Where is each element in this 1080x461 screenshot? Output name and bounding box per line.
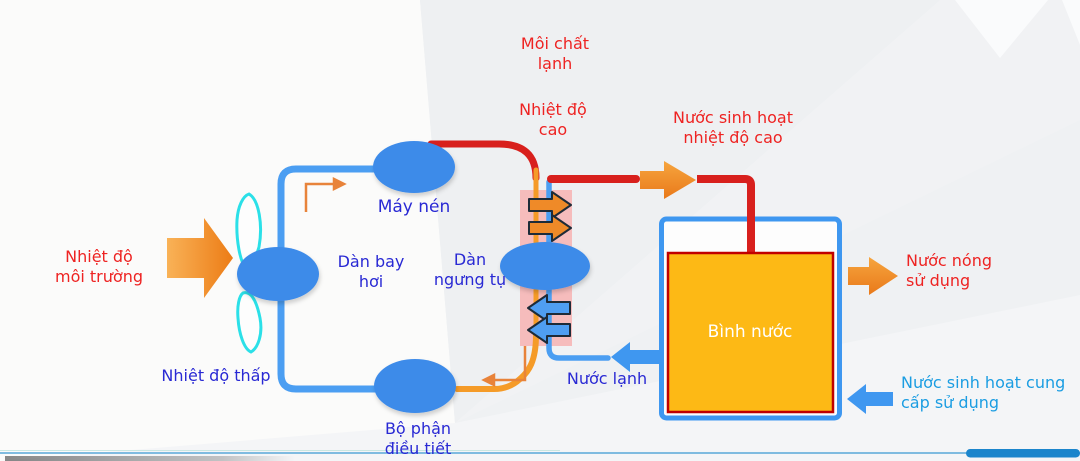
- supply-water-label: Nước sinh hoạt cung cấp sử dụng: [901, 373, 1066, 413]
- ambient-temp-label: Nhiệt độ môi trường: [55, 247, 143, 287]
- cold-water-label: Nước lạnh: [566, 369, 648, 388]
- condenser-shape: [500, 242, 590, 290]
- tank-label: Bình nước: [707, 322, 793, 342]
- ambient-heat-arrow-icon: [167, 218, 233, 298]
- domestic-hot-water-label: Nước sinh hoạt nhiệt độ cao: [673, 108, 793, 148]
- tank-water-fill: [666, 251, 835, 414]
- compressor-label: Máy nén: [377, 197, 451, 217]
- fan-icon: [235, 192, 263, 354]
- water-flow-arrow-icon: [527, 316, 571, 344]
- low-temp-label: Nhiệt độ thấp: [161, 366, 271, 385]
- hot-usage-arrow-icon: [848, 257, 898, 295]
- hot-water-inlet-pipe: [697, 175, 755, 300]
- condenser-label: Dàn ngưng tụ: [433, 250, 507, 290]
- flow-down-left-arrow-icon: [481, 372, 496, 388]
- high-temp-label: Nhiệt độ cao: [519, 100, 587, 140]
- compressor-shape: [373, 141, 455, 193]
- evaporator-label: Dàn bay hơi: [337, 252, 405, 292]
- video-progress-bar[interactable]: [0, 449, 1080, 461]
- refrigerant-label: Môi chất lạnh: [520, 34, 590, 74]
- evaporator-shape: [237, 247, 319, 301]
- regulator-shape: [374, 359, 456, 413]
- regulator-label: Bộ phận điều tiết: [384, 419, 452, 459]
- cold-water-coil-pipe: [546, 179, 611, 361]
- cold-water-arrow-icon: [611, 342, 663, 372]
- hot-usage-label: Nước nóng sử dụng: [906, 251, 993, 291]
- water-flow-arrow-icon: [527, 294, 571, 322]
- progress-handle[interactable]: [966, 449, 1080, 458]
- bottom-shadow: [5, 456, 295, 461]
- evaporator-to-regulator-pipe: [277, 292, 380, 393]
- heat-in-arrow-icon: [528, 191, 572, 219]
- flow-direction-arrows: [304, 176, 527, 388]
- flow-up-right-arrow-icon: [332, 176, 347, 192]
- component-shapes: [237, 141, 590, 413]
- heat-in-arrow-icon: [528, 214, 572, 242]
- supply-water-arrow-icon: [847, 384, 893, 414]
- condenser-to-regulator-pipe: [454, 332, 539, 392]
- hot-water-out-arrow-icon: [640, 161, 696, 199]
- evaporator-to-compressor-pipe: [277, 165, 378, 256]
- water-tank: [547, 175, 842, 421]
- heat-transfer-arrows: [527, 191, 572, 344]
